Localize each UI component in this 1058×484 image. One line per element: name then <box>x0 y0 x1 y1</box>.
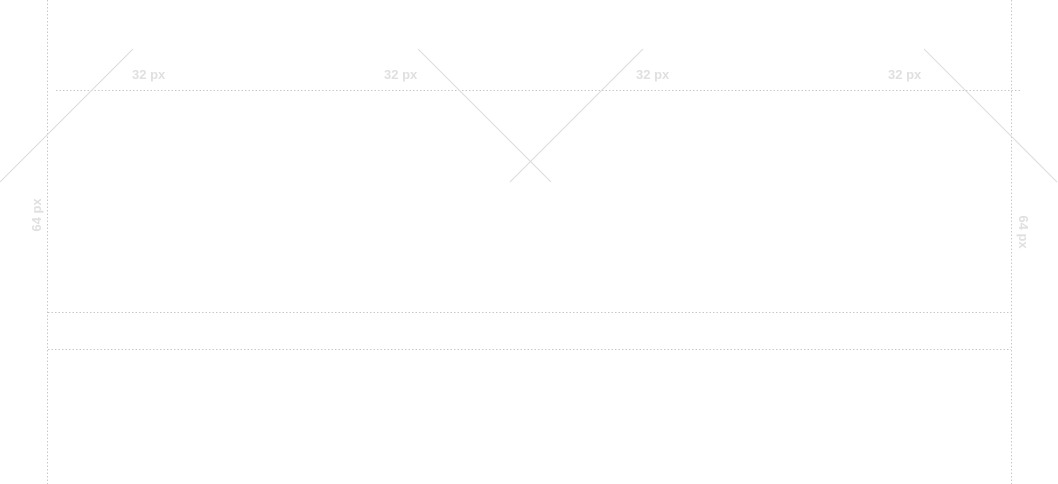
spacing-label-1: 32 px <box>132 67 166 82</box>
diagonal-stroke-4 <box>923 48 1058 183</box>
spacing-label-3: 32 px <box>636 67 670 82</box>
spacing-label-2: 32 px <box>384 67 418 82</box>
side-label-left: 64 px <box>29 198 44 232</box>
spacing-label-4: 32 px <box>888 67 922 82</box>
side-label-right: 64 px <box>1016 215 1031 249</box>
diagonal-stroke-2 <box>417 48 552 183</box>
diagonal-stroke-1 <box>0 48 134 183</box>
diagonal-stroke-3 <box>509 48 644 183</box>
